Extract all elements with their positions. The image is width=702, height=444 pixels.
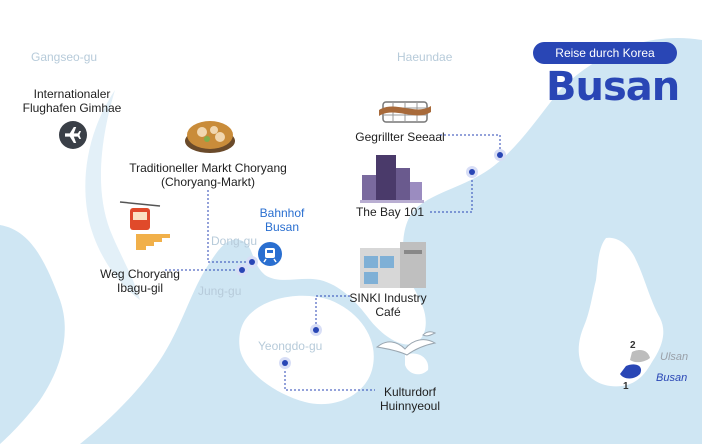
- factory-cafe-icon: [360, 242, 426, 288]
- skyscraper-icon: [360, 155, 424, 203]
- leader-huinnyeoul: [284, 363, 375, 391]
- label-bay: The Bay 101: [355, 205, 425, 219]
- district-gangseo: Gangseo-gu: [31, 50, 98, 64]
- west-river: [85, 90, 140, 300]
- soup-bowl-icon: [185, 121, 235, 153]
- west-channel: [0, 225, 65, 444]
- yeongdo-island: [239, 295, 374, 405]
- label-eel: Gegrillter Seeaal: [355, 130, 445, 144]
- busan-region: [620, 364, 642, 379]
- cable-car-stairs-icon: [119, 201, 170, 250]
- inset-ulsan: Ulsan: [660, 351, 689, 363]
- leader-sinki: [315, 295, 350, 330]
- korea-inset-shape: [578, 237, 664, 387]
- subtitle-badge: Reise durch Korea: [533, 42, 677, 64]
- label-market: Traditioneller Markt Choryang(Choryang-M…: [129, 161, 287, 189]
- inset-busan: Busan: [656, 372, 688, 384]
- islet: [405, 353, 429, 375]
- inset-busan-number: 1: [623, 381, 629, 392]
- inset-ulsan-number: 2: [630, 340, 636, 351]
- seagull-icon: [375, 331, 437, 356]
- district-haeundae: Haeundae: [397, 50, 453, 64]
- train-icon: [258, 242, 282, 266]
- airplane-icon: [59, 121, 87, 149]
- district-jung: Jung-gu: [198, 284, 242, 298]
- leader-market: [207, 190, 252, 263]
- leader-eel: [440, 134, 501, 155]
- ulsan-region: [630, 350, 650, 363]
- leader-bay: [430, 172, 473, 213]
- grilled-eel-icon: [379, 101, 431, 123]
- page-title: Busan: [546, 64, 680, 110]
- district-dong: Dong-gu: [211, 234, 258, 248]
- district-yeongdo: Yeongdo-gu: [258, 339, 323, 353]
